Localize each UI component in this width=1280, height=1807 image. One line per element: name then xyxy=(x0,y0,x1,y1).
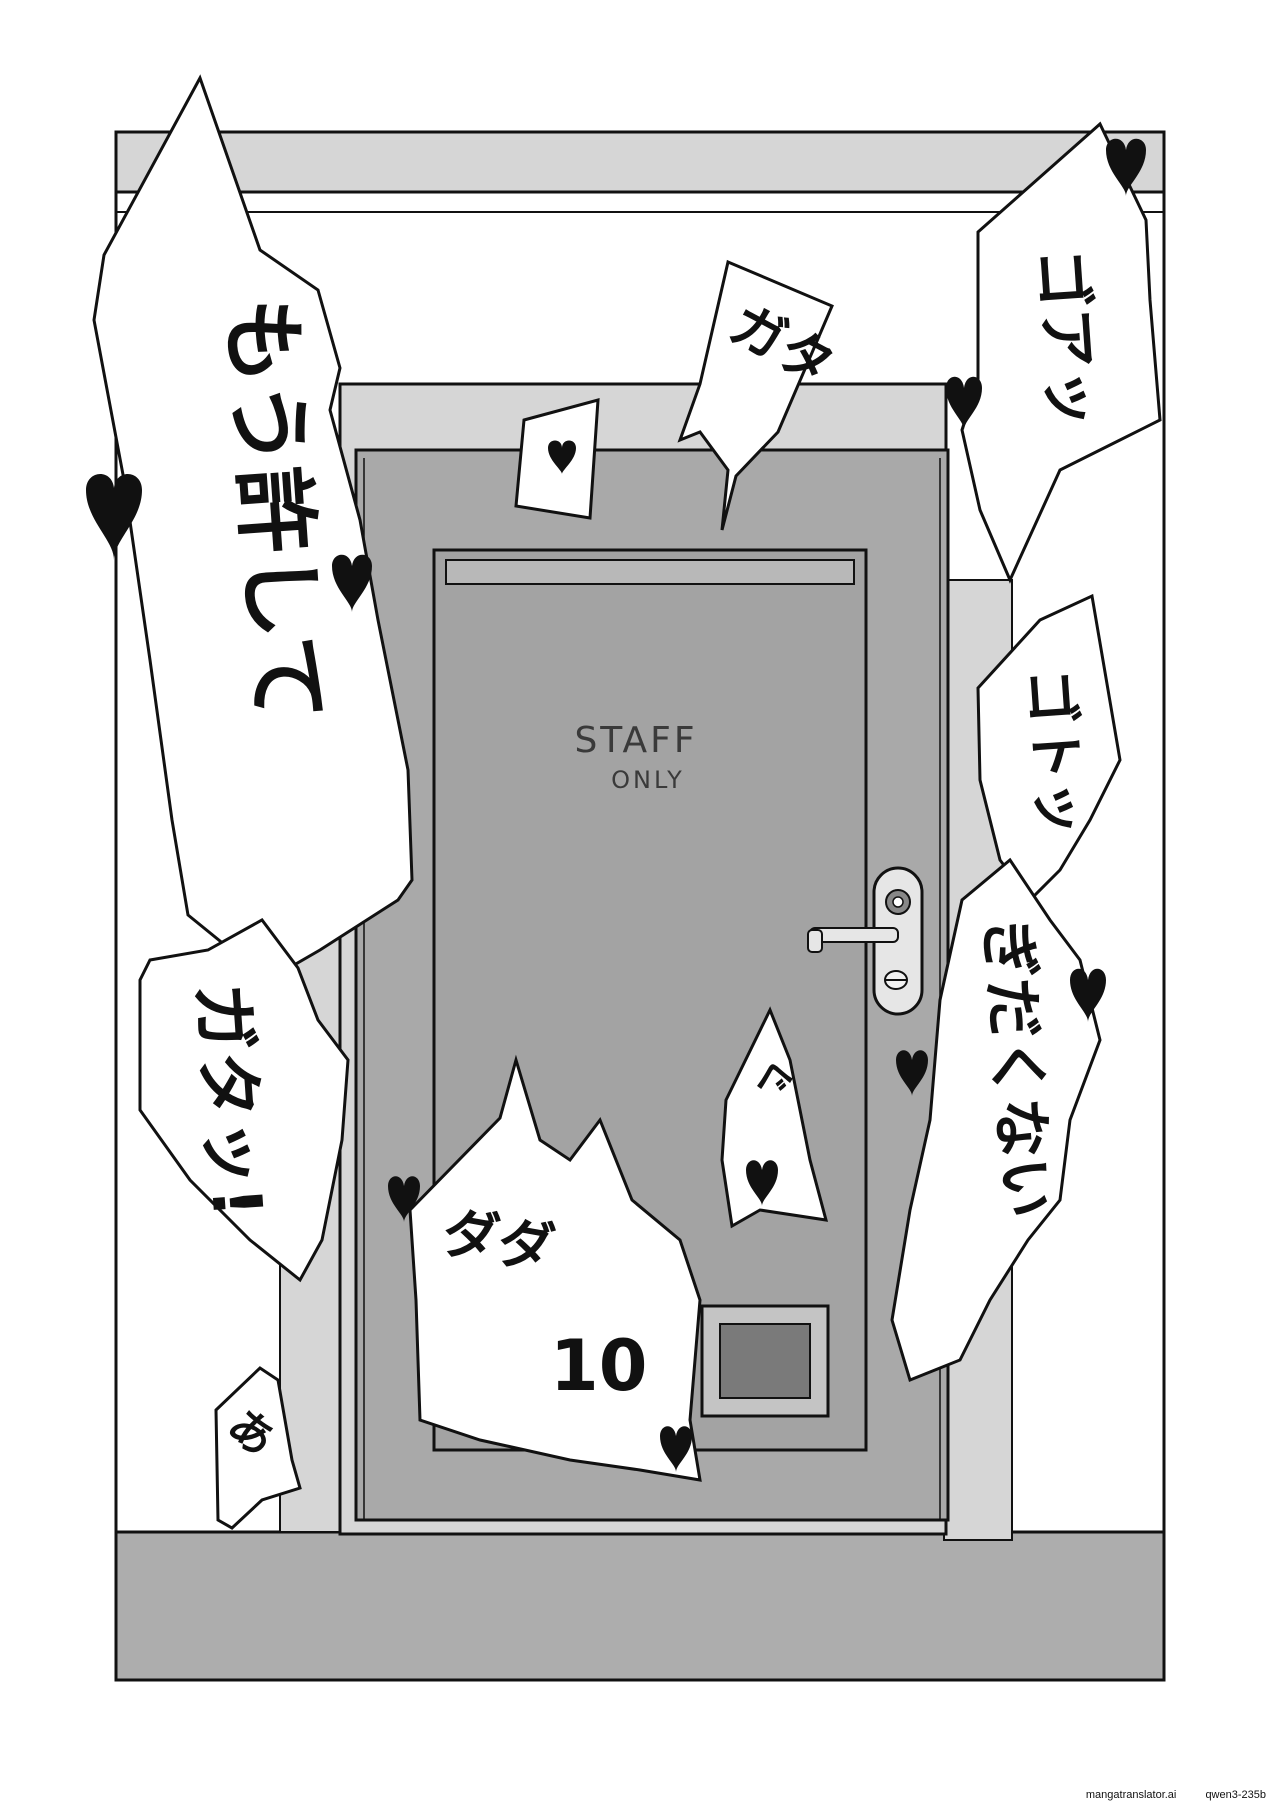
heart-icon xyxy=(896,1050,928,1096)
heart-icon xyxy=(946,376,982,430)
sfx-bubble-right-top: ゴアッ xyxy=(960,121,1162,584)
sfx-bubble-right-mid: ゴトッ xyxy=(976,593,1122,903)
watermark: mangatranslator.ai qwen3-235b xyxy=(1060,1789,1266,1801)
heart-icon xyxy=(86,473,142,560)
svg-text:ゴアッ: ゴアッ xyxy=(1025,246,1107,430)
heart-icon xyxy=(332,554,372,612)
svg-text:ぐ: ぐ xyxy=(746,1054,798,1101)
heart-icons xyxy=(86,138,1146,1472)
sfx-bubble-right-big: ぎだくない xyxy=(890,857,1102,1383)
heart-icon xyxy=(548,440,576,474)
sfx-bubble-center-low: ダダ 10 xyxy=(408,1054,702,1482)
watermark-model: qwen3-235b xyxy=(1205,1789,1266,1801)
heart-icon xyxy=(746,1160,778,1206)
heart-icon xyxy=(660,1426,692,1472)
door-sign-line-2: ONLY xyxy=(611,766,685,794)
door-sign-line-1: STAFF xyxy=(574,720,697,761)
sfx-bubble-left-mid: ガタッ! xyxy=(138,918,350,1283)
ceiling-beam xyxy=(114,130,1166,194)
sfx-bubble-left-big: もう許して xyxy=(92,74,414,982)
svg-text:ゴトッ: ゴトッ xyxy=(1016,666,1093,838)
svg-text:10: 10 xyxy=(550,1325,647,1407)
mail-slot xyxy=(700,1304,830,1418)
heart-icon xyxy=(1106,138,1146,196)
sfx-card-top-heart xyxy=(514,398,600,520)
sfx-bubble-top-center: ガタ xyxy=(677,259,845,531)
watermark-site: mangatranslator.ai xyxy=(1085,1789,1177,1801)
door-handle[interactable] xyxy=(807,866,924,1016)
heart-icon xyxy=(1070,968,1106,1022)
floor xyxy=(114,1530,1166,1682)
sfx-bubble-left-small: あ xyxy=(214,1366,302,1530)
svg-text:ガタッ!: ガタッ! xyxy=(181,981,276,1221)
heart-icon xyxy=(388,1176,420,1222)
